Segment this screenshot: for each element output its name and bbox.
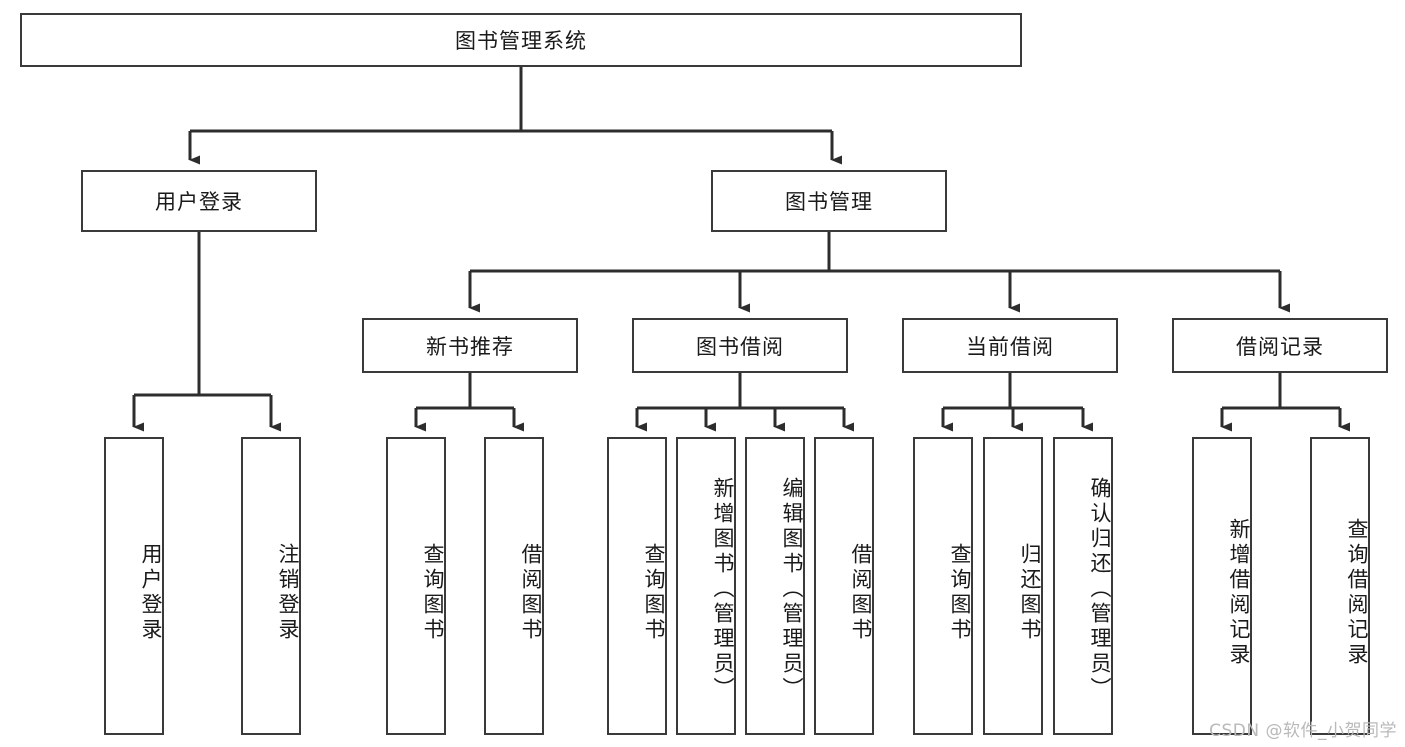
node-book-borrow-label: 图书借阅 bbox=[696, 334, 784, 359]
leaf-borrow-book-borrow-label: 借阅图书 bbox=[849, 543, 873, 643]
leaf-borrow-book-borrow[interactable]: 借阅图书 bbox=[814, 437, 874, 735]
leaf-borrow-book-new-rec[interactable]: 借阅图书 bbox=[484, 437, 544, 735]
leaf-logout[interactable]: 注销登录 bbox=[241, 437, 301, 735]
node-root-label: 图书管理系统 bbox=[455, 29, 587, 53]
node-book-borrow[interactable]: 图书借阅 bbox=[632, 318, 848, 373]
leaf-query-book-new-rec-label: 查询图书 bbox=[421, 543, 445, 643]
node-current-borrow-label: 当前借阅 bbox=[966, 334, 1054, 359]
leaf-query-book-borrow-label: 查询图书 bbox=[642, 543, 666, 643]
leaf-confirm-return-admin-label: 确认归还（管理员） bbox=[1088, 476, 1112, 702]
leaf-add-borrow-record-label: 新增借阅记录 bbox=[1227, 518, 1251, 668]
leaf-user-login[interactable]: 用户登录 bbox=[104, 437, 164, 735]
leaf-query-borrow-record-label: 查询借阅记录 bbox=[1345, 518, 1369, 668]
leaf-return-book-label: 归还图书 bbox=[1018, 543, 1042, 643]
leaf-return-book[interactable]: 归还图书 bbox=[983, 437, 1043, 735]
node-borrow-record-label: 借阅记录 bbox=[1236, 334, 1324, 359]
leaf-query-book-current[interactable]: 查询图书 bbox=[913, 437, 973, 735]
leaf-add-book-admin[interactable]: 新增图书（管理员） bbox=[676, 437, 736, 735]
leaf-add-borrow-record[interactable]: 新增借阅记录 bbox=[1192, 437, 1252, 735]
leaf-query-book-current-label: 查询图书 bbox=[948, 543, 972, 643]
leaf-edit-book-admin-label: 编辑图书（管理员） bbox=[780, 476, 804, 702]
leaf-user-login-label: 用户登录 bbox=[139, 543, 163, 643]
leaf-add-book-admin-label: 新增图书（管理员） bbox=[711, 476, 735, 702]
node-user-login[interactable]: 用户登录 bbox=[81, 170, 317, 232]
leaf-edit-book-admin[interactable]: 编辑图书（管理员） bbox=[745, 437, 805, 735]
leaf-query-book-borrow[interactable]: 查询图书 bbox=[607, 437, 667, 735]
node-root[interactable]: 图书管理系统 bbox=[20, 13, 1022, 67]
node-user-login-label: 用户登录 bbox=[155, 190, 243, 214]
node-new-book-recommend[interactable]: 新书推荐 bbox=[362, 318, 578, 373]
leaf-confirm-return-admin[interactable]: 确认归还（管理员） bbox=[1053, 437, 1113, 735]
leaf-query-borrow-record[interactable]: 查询借阅记录 bbox=[1310, 437, 1370, 735]
node-book-manage-label: 图书管理 bbox=[785, 190, 873, 214]
node-book-manage[interactable]: 图书管理 bbox=[711, 170, 947, 232]
node-new-book-recommend-label: 新书推荐 bbox=[426, 334, 514, 359]
node-current-borrow[interactable]: 当前借阅 bbox=[902, 318, 1118, 373]
node-borrow-record[interactable]: 借阅记录 bbox=[1172, 318, 1388, 373]
leaf-logout-label: 注销登录 bbox=[276, 543, 300, 643]
leaf-query-book-new-rec[interactable]: 查询图书 bbox=[386, 437, 446, 735]
leaf-borrow-book-new-rec-label: 借阅图书 bbox=[519, 543, 543, 643]
watermark-text: CSDN @软件_小贺同学 bbox=[1209, 721, 1397, 741]
